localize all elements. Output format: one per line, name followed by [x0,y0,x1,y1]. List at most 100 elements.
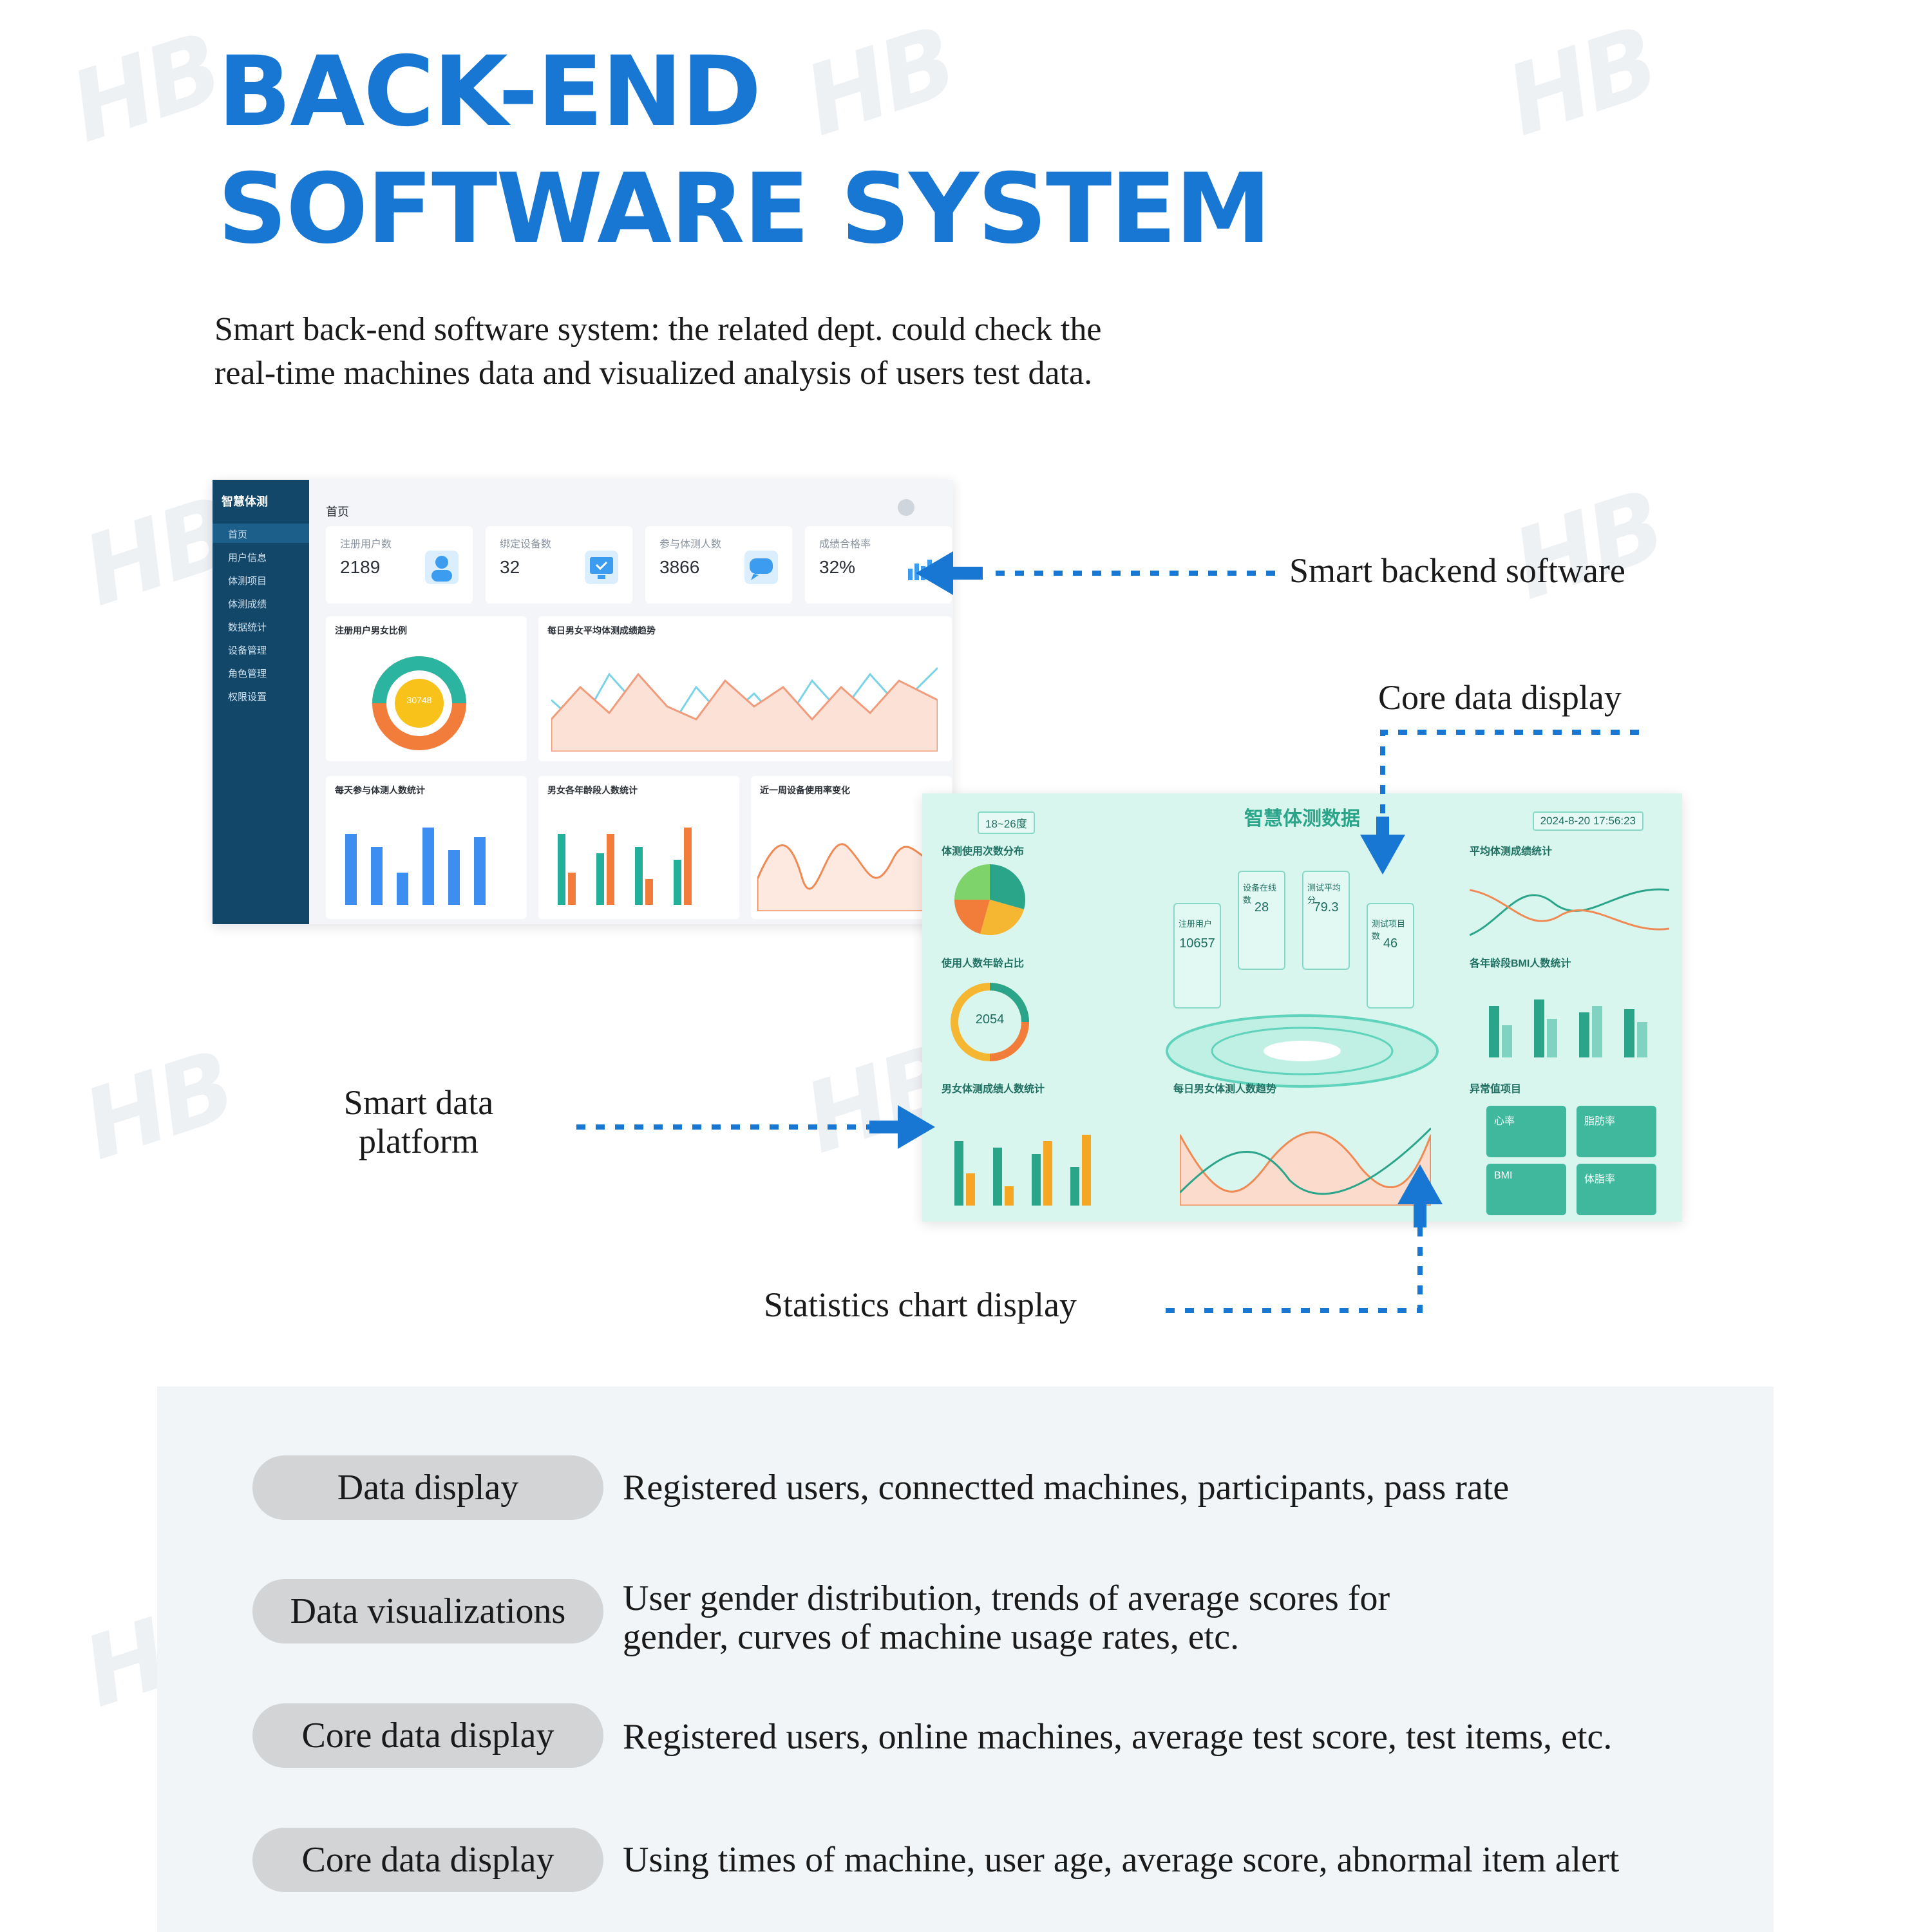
metric-card: 注册用户 10657 [1173,903,1221,1009]
metric-value: 46 [1383,936,1398,951]
connector-core [1380,730,1639,824]
metric-value: 28 [1254,900,1269,914]
feature-label: Data visualizations [252,1579,603,1643]
feature-desc-line: gender, curves of machine usage rates, e… [623,1617,1240,1657]
sidebar-active-highlight [213,524,309,543]
platform-ring-graphic [1166,1014,1439,1088]
avatar[interactable] [898,499,914,516]
score-trend-panel: 每日男女平均体测成绩趋势 [538,616,952,761]
abnormal-item-card: 体脂率 [1577,1164,1656,1215]
daily-gender-trend-chart [1180,1127,1431,1206]
stat-value: 32 [500,557,520,577]
feature-description: User gender distribution, trends of aver… [623,1579,1390,1656]
abnormal-item-label: 脂肪率 [1584,1116,1616,1127]
metric-value: 10657 [1179,936,1215,951]
dashboard-page-title: 首页 [326,506,349,518]
daily-participants-chart [345,828,486,905]
sidebar-item[interactable]: 体测成绩 [228,599,267,610]
stat-label: 绑定设备数 [500,539,552,550]
usage-rate-panel: 近一周设备使用率变化 [751,776,952,919]
arrow-left-icon [916,551,953,595]
sidebar-item[interactable]: 数据统计 [228,622,267,633]
sidebar-item[interactable]: 权限设置 [228,692,267,703]
stat-value: 3866 [659,557,700,577]
range-tag: 18~26度 [978,811,1035,834]
gender-ratio-panel: 注册用户男女比例 30748 [326,616,527,761]
sidebar-item[interactable]: 用户信息 [228,553,267,564]
intro-line1: Smart back-end software system: the rela… [214,311,1102,348]
section-title: 各年龄段BMI人数统计 [1470,958,1571,969]
feature-description: Registered users, online machines, avera… [623,1718,1612,1756]
section-title: 体测使用次数分布 [942,846,1025,857]
callout-core-data: Core data display [1378,678,1622,717]
feature-description: Registered users, connectted machines, p… [623,1468,1509,1507]
gender-donut [372,656,466,750]
feature-desc-line: Registered users, connectted machines, p… [623,1468,1510,1508]
arrow-shaft [952,567,983,580]
panel-title: 注册用户男女比例 [335,625,407,636]
metric-label: 测试项目数 [1372,919,1406,941]
feature-desc-line: User gender distribution, trends of aver… [623,1578,1390,1618]
arrow-right-icon [898,1105,935,1149]
abnormal-item-card: 心率 [1486,1106,1566,1157]
avg-score-chart [1470,888,1669,936]
age-group-chart [558,828,692,905]
chat-icon [744,551,778,584]
section-title: 平均体测成绩统计 [1470,846,1553,857]
feature-desc-line: Using times of machine, user age, averag… [623,1840,1620,1880]
callout-statistics: Statistics chart display [764,1285,1077,1324]
sidebar-item[interactable]: 角色管理 [228,668,267,679]
arrow-up-icon [1397,1164,1443,1204]
feature-label: Data display [252,1455,603,1520]
abnormal-item-card: 脂肪率 [1577,1106,1656,1157]
users-icon [425,551,459,584]
daily-participants-panel: 每天参与体测人数统计 [326,776,527,919]
stat-value: 2189 [340,557,381,577]
feature-description: Using times of machine, user age, averag… [623,1841,1619,1879]
stat-card: 注册用户数 2189 [326,526,473,603]
age-donut-value: 2054 [975,1012,1005,1027]
arrow-shaft [869,1121,900,1133]
sidebar-item[interactable]: 设备管理 [228,645,267,656]
stat-label: 成绩合格率 [819,539,871,550]
age-donut-chart [951,983,1029,1061]
abnormal-item-card: BMI [1486,1164,1566,1215]
score-trend-chart [551,667,938,752]
page-title-line1: BACK-END [218,36,761,148]
panel-title: 近一周设备使用率变化 [760,785,850,795]
arrow-shaft [1376,817,1389,837]
panel-title: 每日男女平均体测成绩趋势 [547,625,656,636]
section-title: 异常值项目 [1470,1084,1522,1095]
bigscreen-screenshot: 智慧体测数据 18~26度 2024-8-20 17:56:23 体测使用次数分… [922,793,1682,1222]
intro-line2: real-time machines data and visualized a… [214,355,1093,392]
panel-title: 男女各年龄段人数统计 [547,785,638,795]
abnormal-item-label: BMI [1494,1170,1513,1181]
feature-label: Core data display [252,1828,603,1892]
arrow-down-icon [1360,835,1405,875]
dashboard-brand: 智慧体测 [222,495,268,508]
metric-label: 注册用户 [1179,919,1213,929]
monitor-icon [585,551,618,584]
admin-dashboard-screenshot: 智慧体测 首页 用户信息 体测项目 体测成绩 数据统计 设备管理 角色管理 权限… [213,480,953,924]
metric-value: 79.3 [1313,900,1339,914]
metric-label: 测试平均分 [1307,883,1341,905]
callout-line: Smart data [343,1083,494,1122]
usage-pie-chart [954,864,1025,935]
gender-score-chart [954,1135,1091,1206]
datetime-tag: 2024-8-20 17:56:23 [1532,811,1643,831]
sidebar-item[interactable]: 首页 [228,529,248,540]
connector-statistics [1166,1198,1423,1313]
metric-label: 设备在线数 [1243,883,1277,905]
stat-card: 参与体测人数 3866 [645,526,792,603]
section-title: 使用人数年龄占比 [942,958,1025,969]
callout-line: platform [359,1122,478,1160]
stat-label: 参与体测人数 [659,539,722,550]
bigscreen-title: 智慧体测数据 [1244,808,1360,829]
stat-value: 32% [819,557,856,577]
section-title: 男女体测成绩人数统计 [942,1084,1045,1095]
stat-card: 成绩合格率 32% [805,526,952,603]
sidebar-item[interactable]: 体测项目 [228,576,267,587]
age-group-panel: 男女各年龄段人数统计 [538,776,739,919]
callout-smart-platform: Smart data platform [322,1083,515,1160]
